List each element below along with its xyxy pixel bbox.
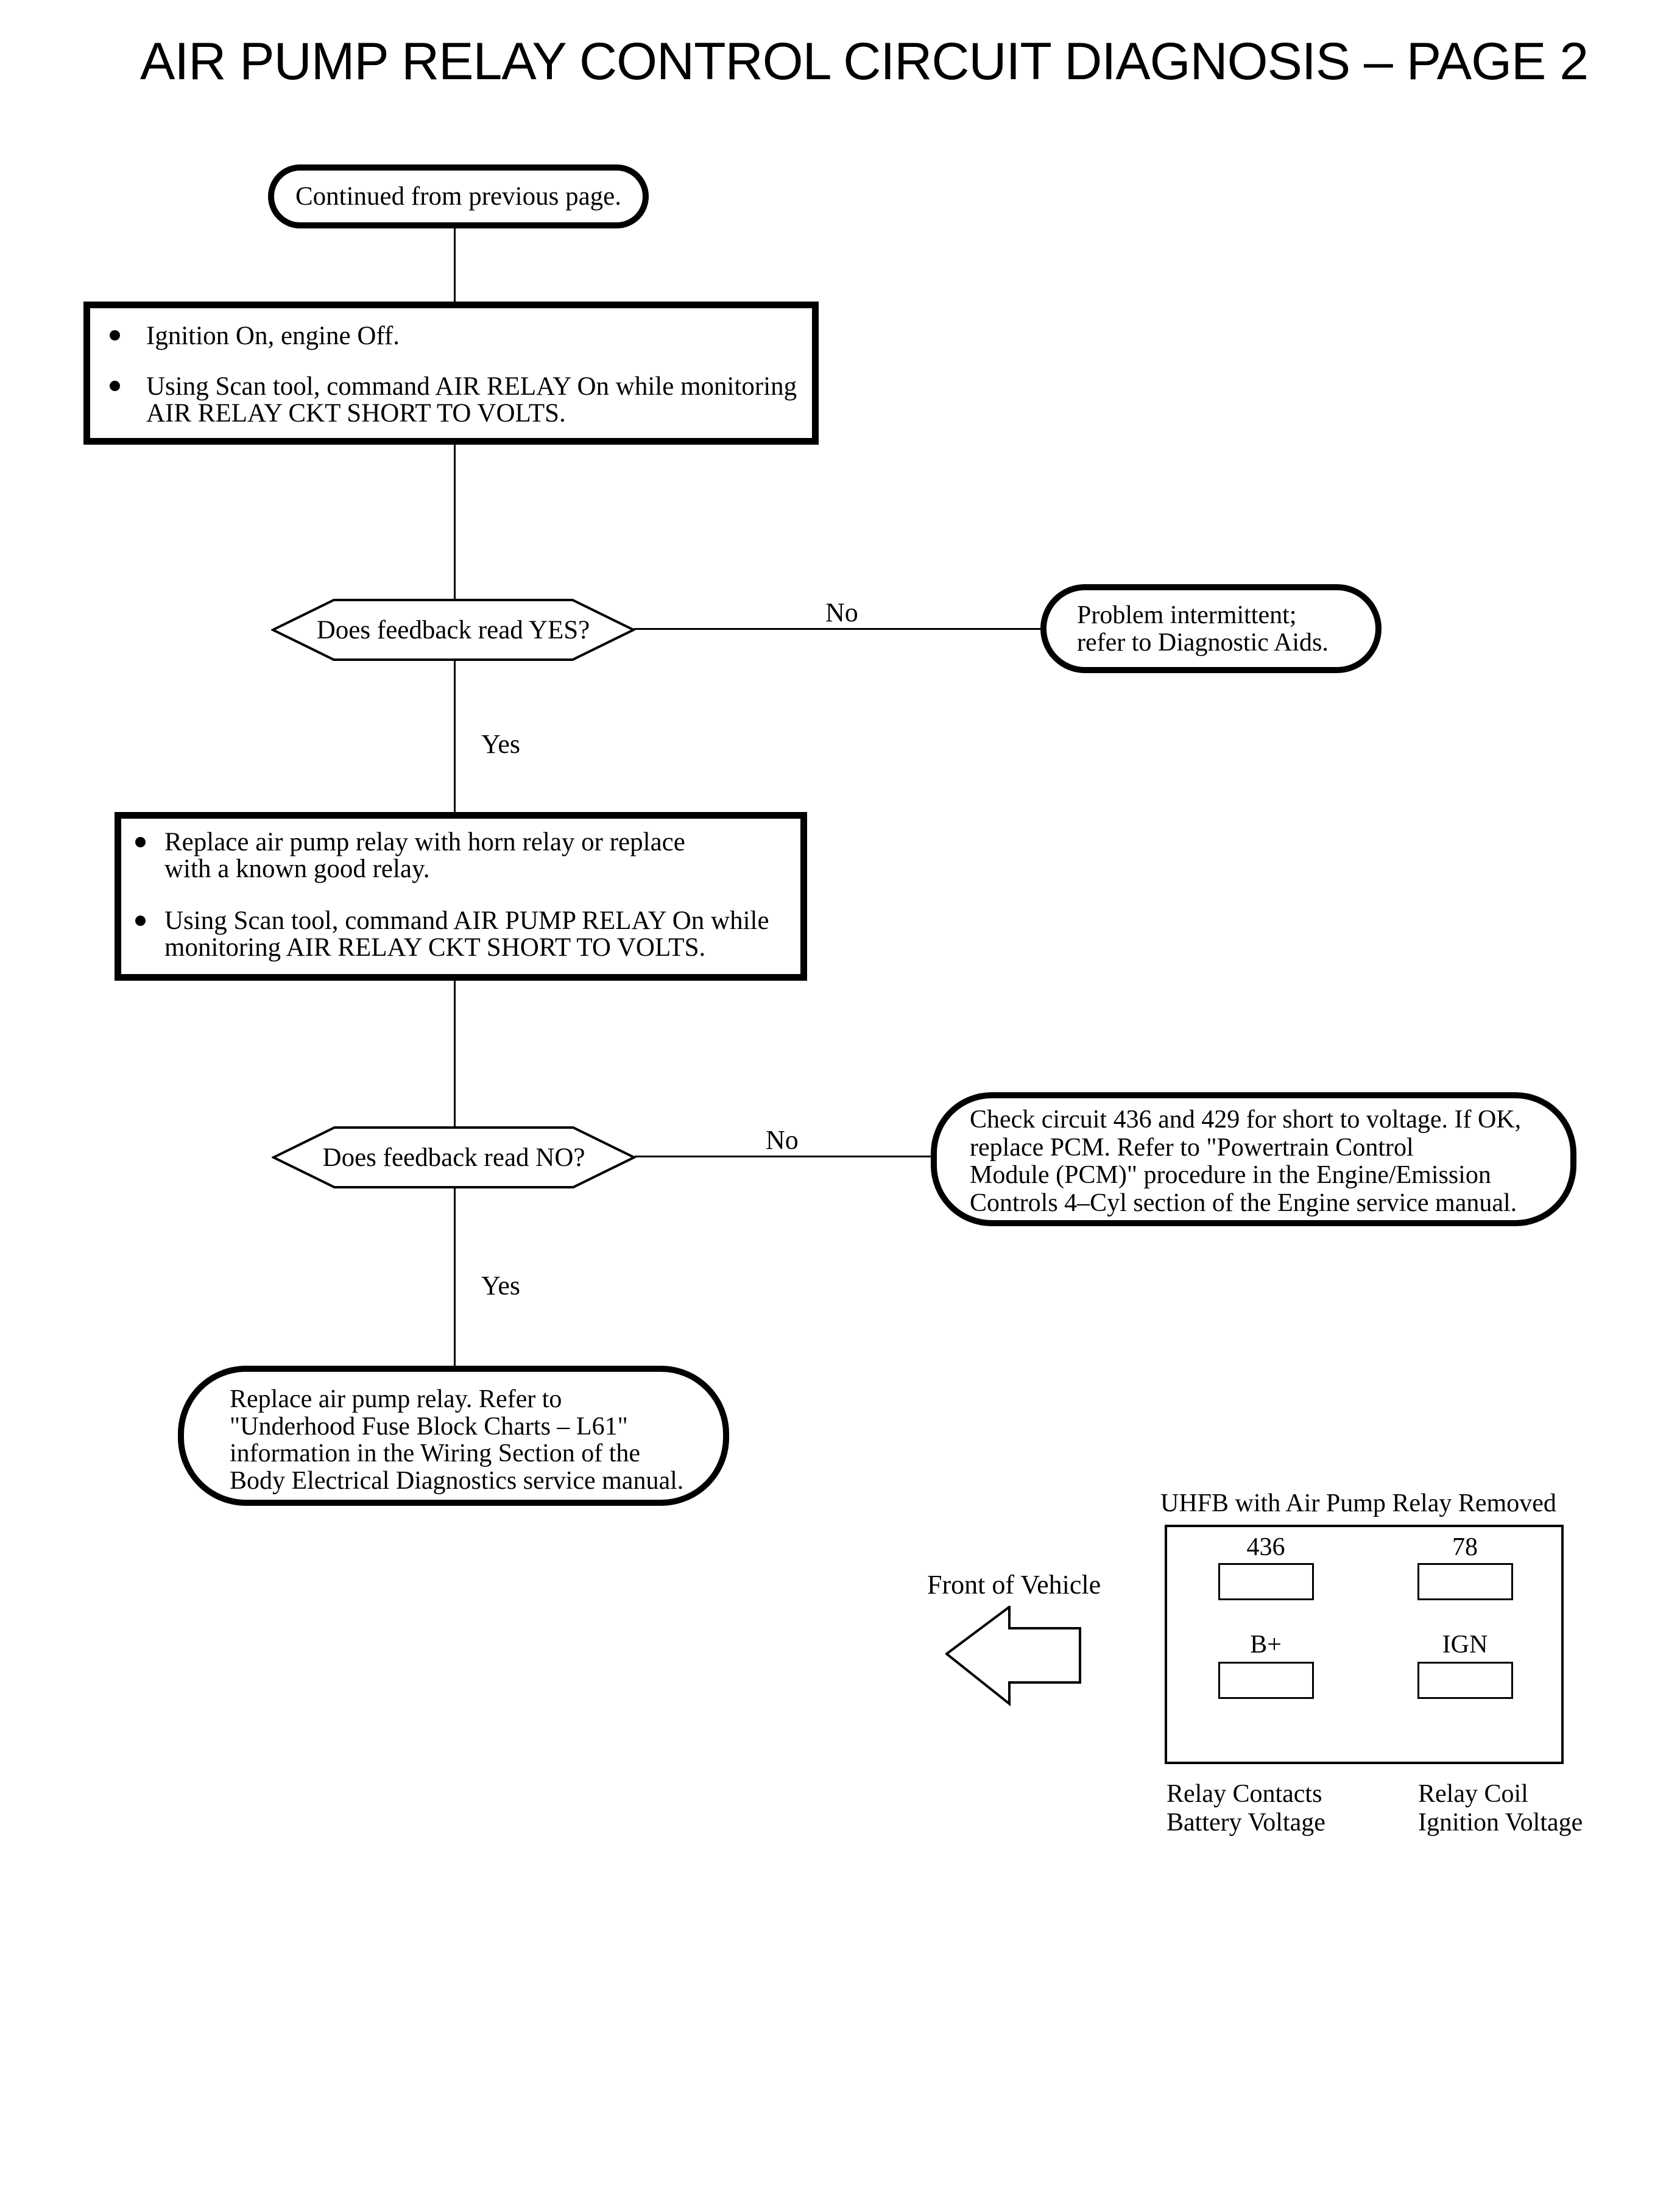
pin-cavity-ign [1417,1662,1513,1699]
front-of-vehicle-label: Front of Vehicle [927,1570,1101,1600]
pin-label-ign: IGN [1442,1631,1488,1659]
pin-cavity-436 [1218,1563,1314,1600]
front-of-vehicle-arrow-icon [945,1606,1081,1707]
decision-2-yes-label: Yes [481,1271,521,1301]
connector-start-to-step1 [454,227,456,304]
decision-2-no-label: No [766,1125,799,1155]
connector-decision2-to-result [454,1188,456,1368]
page-title: AIR PUMP RELAY CONTROL CIRCUIT DIAGNOSIS… [140,32,1589,91]
action2-bullet2-line2: monitoring AIR RELAY CKT SHORT TO VOLTS. [164,933,706,962]
connector-decision2-no [635,1156,932,1157]
action-box-1 [83,302,819,445]
decision-1-yes-label: Yes [481,729,521,759]
caption-relay-contacts: Relay Contacts [1166,1780,1322,1808]
check-circuit-line1: Check circuit 436 and 429 for short to v… [970,1106,1522,1134]
check-circuit-line2: replace PCM. Refer to "Powertrain Contro… [970,1133,1414,1162]
terminator-start-label: Continued from previous page. [295,182,621,211]
bullet-icon [135,916,146,926]
replace-relay-line3: information in the Wiring Section of the [230,1439,641,1467]
caption-battery-voltage: Battery Voltage [1166,1809,1325,1837]
pin-cavity-bplus [1218,1662,1314,1699]
bullet-icon [135,837,146,847]
replace-relay-line1: Replace air pump relay. Refer to [230,1385,562,1413]
hexagon-shape [271,599,635,661]
terminator-intermittent: Problem intermittent; refer to Diagnosti… [1040,584,1382,673]
connector-step1-to-decision1 [454,442,456,601]
check-circuit-line3: Module (PCM)" procedure in the Engine/Em… [970,1161,1491,1189]
pin-label-bplus: B+ [1250,1631,1282,1659]
check-circuit-line4: Controls 4–Cyl section of the Engine ser… [970,1188,1517,1217]
action2-bullet1-line1: Replace air pump relay with horn relay o… [164,828,685,856]
terminator-check-circuit: Check circuit 436 and 429 for short to v… [931,1092,1576,1226]
connector-decision1-no [634,628,1042,630]
pin-label-436: 436 [1246,1533,1285,1561]
replace-relay-line2: "Underhood Fuse Block Charts – L61" [230,1412,628,1441]
connector-decision1-to-step2 [454,660,456,814]
pin-cavity-78 [1417,1563,1513,1600]
action2-bullet1-line2: with a known good relay. [164,855,430,883]
inset-title: UHFB with Air Pump Relay Removed [1160,1489,1556,1517]
bullet-icon [110,330,120,341]
connector-step2-to-decision2 [454,978,456,1128]
caption-ignition-voltage: Ignition Voltage [1418,1809,1583,1837]
action1-bullet2-line1: Using Scan tool, command AIR RELAY On wh… [146,372,797,401]
bullet-icon [110,381,120,391]
hexagon-shape [272,1126,636,1188]
terminator-start: Continued from previous page. [268,164,649,228]
decision-2: Does feedback read NO? [272,1126,636,1189]
pin-label-78: 78 [1452,1533,1478,1561]
action1-bullet2-line2: AIR RELAY CKT SHORT TO VOLTS. [146,399,566,428]
intermittent-line2: refer to Diagnostic Aids. [1077,629,1329,657]
decision-1-no-label: No [825,598,858,627]
decision-1: Does feedback read YES? [271,598,635,662]
replace-relay-line4: Body Electrical Diagnostics service manu… [230,1466,684,1495]
action2-bullet2-line1: Using Scan tool, command AIR PUMP RELAY … [164,906,769,935]
decision-2-label: Does feedback read NO? [322,1143,585,1172]
action1-bullet1: Ignition On, engine Off. [146,322,400,350]
caption-relay-coil: Relay Coil [1418,1780,1528,1808]
decision-1-label: Does feedback read YES? [316,615,590,644]
terminator-replace-relay: Replace air pump relay. Refer to "Underh… [178,1366,729,1506]
intermittent-line1: Problem intermittent; [1077,601,1297,629]
action-box-2 [115,812,807,981]
